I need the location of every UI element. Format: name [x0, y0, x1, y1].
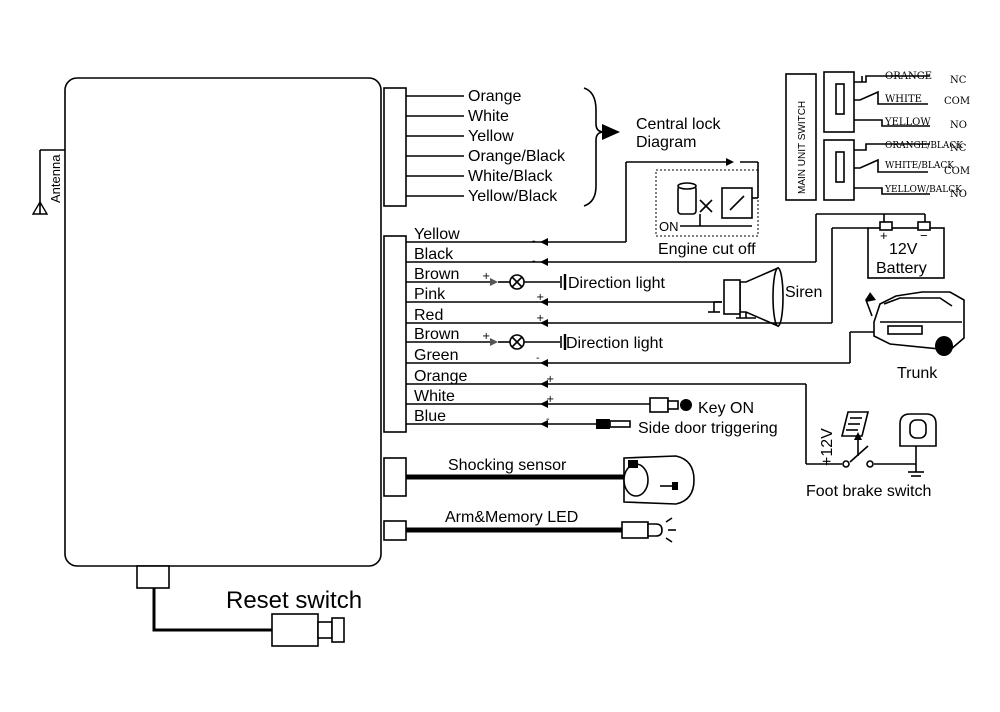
siren-label: Siren: [785, 284, 822, 301]
shock-sensor-label: Shocking sensor: [448, 457, 567, 474]
main-wire-label: Brown: [414, 326, 459, 343]
main-wire-label: Black: [414, 246, 454, 263]
relay-2-wire-label: WHITE/BLACK: [885, 161, 954, 171]
key-on-label: Key ON: [698, 400, 754, 417]
direction-light-1-circuit: +: [482, 271, 567, 290]
black-wire-route: -: [532, 213, 926, 267]
relay-1-wire-label: WHITE: [885, 94, 922, 105]
svg-text:-: -: [536, 353, 540, 364]
relay-1-pin-label: NC: [950, 75, 967, 86]
main-wire-label: Red: [414, 307, 443, 324]
central-lock-wire-label: Orange/Black: [468, 148, 566, 165]
reset-switch-icon: [271, 613, 345, 647]
relay-2-wire-label: ORANGE/BLACK: [885, 141, 963, 151]
battery-icon: [867, 214, 945, 279]
battery-label: Battery: [876, 260, 927, 277]
led-label: Arm&Memory LED: [445, 509, 578, 526]
main-wire-label: Pink: [414, 286, 446, 303]
main-unit-switch-label: MAIN UNIT SWITCH: [797, 101, 808, 194]
antenna-icon: [31, 149, 65, 215]
main-wire-label: Green: [414, 347, 458, 364]
relay-2-icon: [823, 139, 930, 201]
trunk-label: Trunk: [897, 365, 938, 382]
key-icon: [649, 397, 692, 413]
relay-1-pin-label: NO: [950, 120, 967, 131]
main-harness-wires: [406, 241, 540, 425]
led-icon: [621, 517, 676, 543]
svg-text:+: +: [546, 374, 554, 385]
main-wire-label: Yellow: [414, 226, 460, 243]
red-wire-route: +: [536, 227, 868, 327]
central-lock-title-line2: Diagram: [636, 134, 696, 151]
svg-text:+: +: [536, 313, 544, 324]
car-trunk-icon: [865, 291, 965, 356]
led-connector: [383, 520, 407, 541]
side-door-label: Side door triggering: [638, 420, 778, 437]
orange-wire-route: +: [540, 374, 807, 464]
relay-2-pin-label: NO: [950, 189, 967, 200]
direction-light-2-circuit: +: [482, 331, 567, 350]
central-lock-wires: [406, 95, 464, 197]
central-lock-wire-label: Yellow/Black: [468, 188, 558, 205]
reset-wire: [152, 588, 272, 632]
relay-1-wire-label: ORANGE: [885, 71, 932, 82]
shock-sensor-icon: [623, 455, 695, 505]
svg-text:-: -: [546, 414, 550, 425]
door-switch-icon: [596, 419, 631, 429]
antenna-label: Antenna: [48, 154, 63, 203]
battery-voltage-label: 12V: [889, 241, 918, 258]
central-lock-wire-label: White: [468, 108, 509, 125]
relay-1-icon: [823, 71, 930, 133]
blue-wire-route: -: [540, 414, 596, 428]
yellow-wire-route: -: [532, 158, 734, 247]
direction-light-1-label: Direction light: [568, 275, 665, 292]
reset-connector: [136, 565, 170, 589]
svg-text:+: +: [546, 394, 554, 405]
main-wire-label: White: [414, 388, 455, 405]
central-lock-connector: [383, 87, 407, 207]
foot-brake-switch-icon: [806, 411, 937, 477]
main-unit-switch-box: [785, 73, 817, 201]
battery-plus-label: +: [880, 228, 888, 243]
relay-1-wire-label: YELLOW: [884, 117, 931, 128]
direction-light-2-label: Direction light: [566, 335, 663, 352]
engine-on-label: ON: [659, 219, 679, 234]
main-harness-connector: [383, 235, 407, 433]
main-wire-label: Blue: [414, 408, 446, 425]
svg-text:-: -: [532, 256, 536, 267]
central-lock-arrow-icon: [602, 124, 620, 140]
relay-2-pin-label: NC: [950, 143, 967, 154]
central-lock-wire-label: Yellow: [468, 128, 514, 145]
central-lock-wire-label: Orange: [468, 88, 521, 105]
foot-brake-label: Foot brake switch: [806, 483, 931, 500]
green-wire-route: -: [536, 331, 874, 367]
svg-text:+: +: [482, 271, 490, 282]
relay-1-pin-label: COM: [944, 96, 970, 107]
svg-text:+: +: [482, 331, 490, 342]
white-wire-route: +: [540, 394, 650, 408]
siren-icon: [708, 266, 784, 328]
central-lock-brace: [583, 87, 605, 207]
main-wire-label: Brown: [414, 266, 459, 283]
shock-sensor-connector: [383, 457, 407, 497]
relay-2-pin-label: COM: [944, 166, 970, 177]
central-lock-wire-label: White/Black: [468, 168, 553, 185]
svg-text:+: +: [536, 292, 544, 303]
svg-text:-: -: [532, 236, 536, 247]
engine-cut-off-label: Engine cut off: [658, 241, 756, 258]
relay-2-wire-label: YELLOW/BALCK: [884, 185, 962, 195]
pink-wire-route: +: [536, 292, 722, 306]
engine-cut-off-relay: [655, 161, 759, 237]
main-control-unit: [64, 77, 382, 567]
main-wire-label: Orange: [414, 368, 467, 385]
reset-switch-label: Reset switch: [226, 587, 362, 614]
central-lock-title: Central lock: [636, 116, 721, 133]
battery-minus-label: −: [920, 228, 928, 243]
plus-12v-label: +12V: [819, 428, 836, 466]
